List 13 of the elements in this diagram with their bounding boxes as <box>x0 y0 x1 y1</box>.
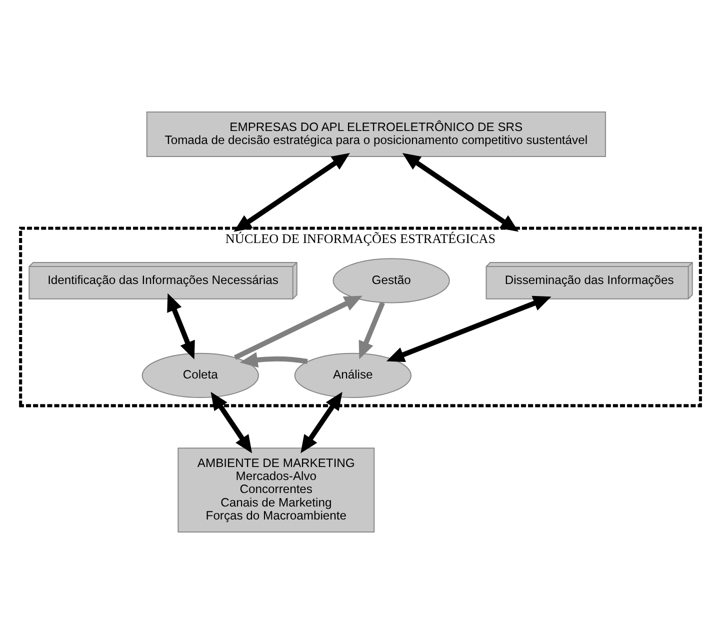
arrow <box>234 296 362 360</box>
arrow <box>240 352 308 368</box>
arrow <box>234 153 350 232</box>
node-box: AMBIENTE DE MARKETING Mercados-Alvo Concorrentes Canais de Marketing Forças do Macroambiente <box>178 448 375 532</box>
arrow <box>386 296 552 362</box>
arrow <box>167 293 195 360</box>
arrow <box>402 153 519 232</box>
arrow <box>358 302 385 360</box>
node-box: EMPRESAS DO APL ELETROELETRÔNICO DE SRS Tomada de decisão estratégica para o posicionamento competitivo sustentável <box>146 112 606 157</box>
arrow <box>210 392 252 454</box>
node-ellipse: Gestão <box>332 258 450 304</box>
node-ellipse: Análise <box>294 352 412 398</box>
arrow <box>300 392 342 454</box>
